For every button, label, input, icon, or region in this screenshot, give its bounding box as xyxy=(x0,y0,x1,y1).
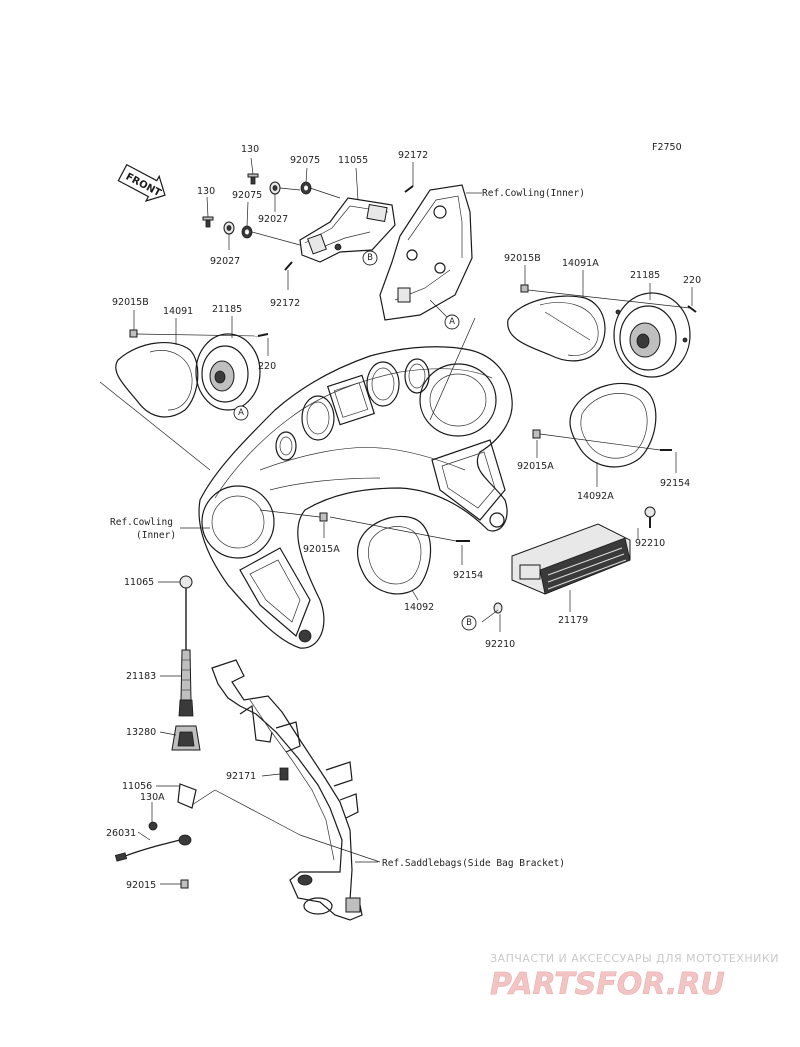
part-number: 130 xyxy=(241,144,259,155)
speaker-21185-left xyxy=(195,333,261,411)
svg-text:A: A xyxy=(238,408,244,418)
bracket-leaders xyxy=(261,773,378,863)
nut-92015A-right xyxy=(532,429,541,439)
callout-a-left: A xyxy=(233,405,249,421)
mid-leaders xyxy=(180,317,476,601)
part-number: 92015A xyxy=(517,461,554,472)
part-number: 92027 xyxy=(258,214,288,225)
figure-code: F2750 xyxy=(652,142,682,153)
svg-text:A: A xyxy=(449,317,455,327)
ref-cowling-inner-top: Ref.Cowling(Inner) xyxy=(482,188,585,199)
svg-text:B: B xyxy=(466,618,472,628)
right-leaders xyxy=(524,265,693,487)
nut-92015B-right xyxy=(520,284,529,293)
nut-92015A-left xyxy=(319,512,328,522)
callout-b-top: B xyxy=(362,250,378,266)
unit-leaders xyxy=(481,528,639,632)
left-leaders xyxy=(99,310,269,471)
speaker-21185-right xyxy=(613,292,691,378)
ref-cowling-inner-left-1: Ref.Cowling xyxy=(110,517,173,528)
watermark-tagline: ЗАПЧАСТИ И АКСЕССУАРЫ ДЛЯ МОТОТЕХНИКИ xyxy=(490,952,779,965)
fastener-130-top xyxy=(247,173,259,185)
speaker-grille-14091A xyxy=(507,295,606,362)
part-number: 92075 xyxy=(232,190,262,201)
part-number: 92015B xyxy=(504,253,541,264)
part-number: 21183 xyxy=(126,671,156,682)
part-number: 92154 xyxy=(453,570,483,581)
part-number: 92015B xyxy=(112,297,149,308)
screw-92172-bottom xyxy=(284,261,293,271)
callout-a-top: A xyxy=(444,314,460,330)
screw-220-right xyxy=(687,305,697,313)
washer-92027-left xyxy=(223,221,235,235)
nut-92015B-left xyxy=(129,329,138,338)
part-number: 92075 xyxy=(290,155,320,166)
antenna-assembly xyxy=(114,575,201,889)
upper-bracket-assembly xyxy=(299,197,396,263)
washer-92027-mid xyxy=(269,181,281,195)
part-number: 130 xyxy=(197,186,215,197)
speaker-ring-14092A xyxy=(569,382,657,468)
screw-220-left xyxy=(257,333,269,337)
part-number: 92210 xyxy=(635,538,665,549)
fairing-inner-main xyxy=(198,346,513,649)
part-number: 92210 xyxy=(485,639,515,650)
speaker-ring-14092 xyxy=(356,515,432,595)
fastener-130-left xyxy=(202,216,214,228)
part-number: 13280 xyxy=(126,727,156,738)
part-number: 92154 xyxy=(660,478,690,489)
part-number: 11055 xyxy=(338,155,368,166)
part-number: 14092 xyxy=(404,602,434,613)
part-number: 130A xyxy=(140,792,165,803)
screw-92172-top xyxy=(404,185,414,193)
part-number: 21185 xyxy=(212,304,242,315)
callout-b-bottom: B xyxy=(461,615,477,631)
part-number: 220 xyxy=(683,275,701,286)
part-number: 14091A xyxy=(562,258,599,269)
cowling-inner-upper xyxy=(379,184,482,321)
speaker-grille-14091 xyxy=(115,341,199,418)
watermark: ЗАПЧАСТИ И АКСЕССУАРЫ ДЛЯ МОТОТЕХНИКИ PA… xyxy=(490,952,779,1002)
part-number-labels: 130 130 92075 92075 11055 92172 92027 92… xyxy=(106,144,701,891)
side-bag-bracket xyxy=(211,659,363,921)
washer-92075-top xyxy=(300,181,312,195)
audio-unit-21179 xyxy=(511,523,631,595)
part-number: 92171 xyxy=(226,771,256,782)
svg-text:B: B xyxy=(367,253,373,263)
part-number: 26031 xyxy=(106,828,136,839)
antenna-leaders xyxy=(137,581,381,885)
screw-92210-top xyxy=(644,506,656,528)
washer-92075-left xyxy=(241,225,253,239)
part-number: 11065 xyxy=(124,577,154,588)
part-number: 11056 xyxy=(122,781,152,792)
ref-cowling-inner-left-2: (Inner) xyxy=(136,530,176,541)
part-number: 92172 xyxy=(398,150,428,161)
part-number: 92027 xyxy=(210,256,240,267)
front-arrow-icon: FRONT xyxy=(117,163,166,202)
part-number: 14091 xyxy=(163,306,193,317)
watermark-logo: PARTSFOR.RU xyxy=(490,967,725,1002)
washer-92210-bottom xyxy=(493,602,503,614)
part-number: 92172 xyxy=(270,298,300,309)
part-number: 21185 xyxy=(630,270,660,281)
part-number: 14092A xyxy=(577,491,614,502)
ref-saddlebags: Ref.Saddlebags(Side Bag Bracket) xyxy=(382,858,565,869)
top-leaders xyxy=(206,157,414,290)
part-number: 220 xyxy=(258,361,276,372)
part-number: 92015A xyxy=(303,544,340,555)
part-number: 92015 xyxy=(126,880,156,891)
part-number: 21179 xyxy=(558,615,588,626)
